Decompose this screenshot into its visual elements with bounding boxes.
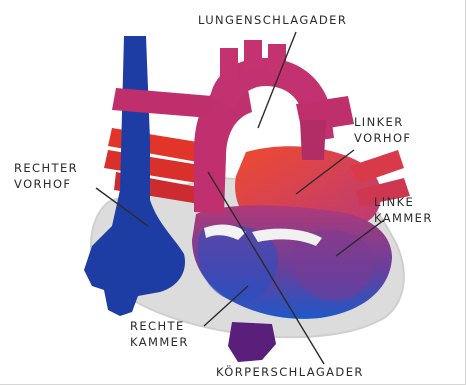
aorta-branch-3 <box>268 44 286 74</box>
label-koerperschlagader: KÖRPERSCHLAGADER <box>216 364 364 380</box>
label-rechte-kammer: RECHTE KAMMER <box>130 318 189 350</box>
inferior-vessel <box>228 322 276 362</box>
label-linke-kammer: LINKE KAMMER <box>374 194 433 226</box>
label-rechter-vorhof: RECHTER VORHOF <box>14 160 78 192</box>
pulmonary-vein-right-upper <box>350 150 404 184</box>
label-lungenschlagader: LUNGENSCHLAGADER <box>198 12 347 28</box>
label-linker-vorhof: LINKER VORHOF <box>354 114 411 146</box>
aorta-branch-2 <box>244 40 262 70</box>
aorta-branch-1 <box>220 48 238 80</box>
descending-aorta <box>300 120 326 160</box>
